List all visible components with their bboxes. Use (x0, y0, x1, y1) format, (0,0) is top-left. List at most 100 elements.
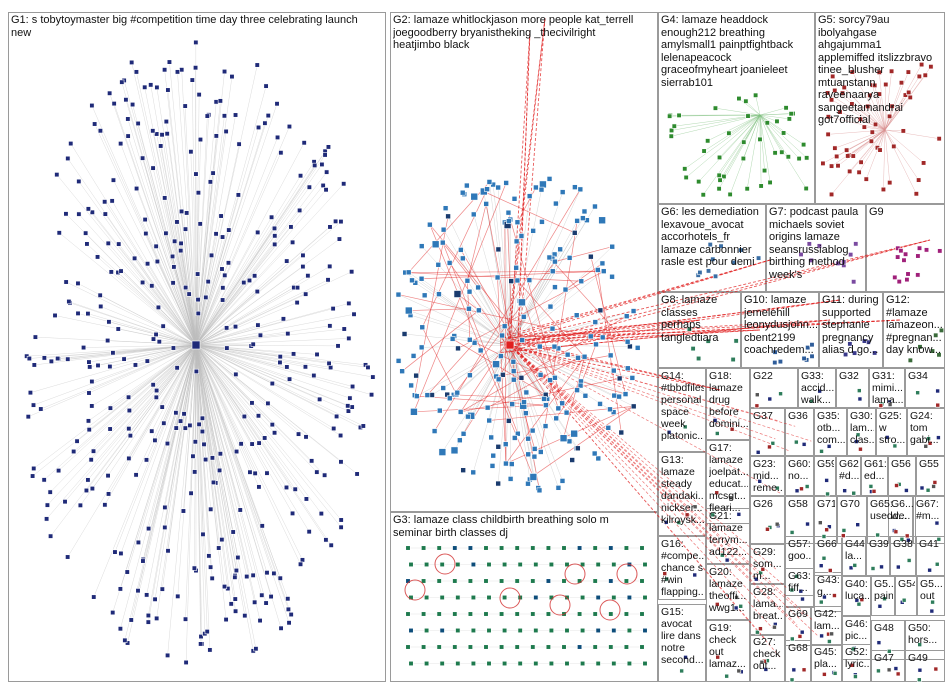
graph-node (510, 376, 517, 383)
graph-edge (70, 143, 197, 346)
graph-node (543, 402, 549, 408)
cluster-box-g3 (390, 512, 658, 682)
graph-node (529, 473, 538, 481)
graph-node (222, 272, 228, 278)
graph-node (86, 359, 92, 365)
graph-node (581, 208, 588, 215)
graph-node (452, 578, 458, 584)
graph-node (399, 368, 405, 374)
graph-edge (68, 301, 197, 346)
graph-node (559, 189, 566, 195)
graph-node (855, 432, 861, 438)
graph-edge (884, 71, 892, 131)
graph-edge (460, 316, 525, 413)
graph-node (105, 473, 111, 479)
graph-edge (195, 126, 290, 346)
graph-node (126, 455, 132, 461)
graph-node (195, 190, 201, 196)
graph-node (901, 597, 907, 603)
graph-node (255, 413, 262, 419)
graph-node (30, 473, 36, 479)
graph-node (907, 94, 913, 100)
graph-node (922, 72, 928, 78)
graph-edge (743, 114, 761, 143)
graph-edge (195, 100, 221, 346)
graph-node (696, 179, 702, 185)
graph-node (772, 349, 778, 355)
graph-node (470, 594, 476, 601)
graph-node (303, 291, 309, 297)
graph-edge (195, 183, 344, 346)
graph-edge (505, 17, 546, 351)
graph-node (405, 611, 411, 617)
graph-node (284, 364, 290, 370)
graph-node (736, 512, 742, 517)
graph-edge (100, 295, 197, 346)
graph-node (165, 548, 171, 554)
graph-edge (195, 344, 259, 416)
graph-node (917, 344, 923, 350)
graph-node (756, 255, 762, 261)
graph-edge (195, 175, 301, 346)
graph-edge (195, 161, 315, 346)
graph-node (241, 413, 247, 420)
graph-node (789, 587, 795, 593)
graph-node (323, 187, 329, 193)
graph-edge (884, 84, 887, 131)
graph-node (65, 356, 71, 362)
graph-edge (54, 315, 197, 346)
graph-node (457, 409, 464, 415)
cluster-box-g67 (913, 496, 945, 544)
graph-node (551, 343, 558, 350)
graph-node (592, 203, 598, 210)
graph-node (165, 87, 171, 93)
graph-node (495, 246, 502, 253)
graph-node (508, 278, 514, 284)
graph-edge (729, 114, 761, 195)
graph-node (858, 446, 863, 452)
graph-node (445, 213, 451, 220)
graph-node (626, 660, 632, 667)
graph-node (483, 644, 489, 650)
graph-node (616, 375, 623, 382)
cluster-box-g58 (785, 496, 814, 544)
graph-node (102, 211, 108, 217)
graph-edge (195, 344, 252, 347)
graph-node (616, 393, 622, 400)
graph-node (346, 335, 352, 341)
graph-node (143, 457, 150, 463)
graph-node (639, 644, 645, 650)
graph-edge (728, 114, 761, 134)
graph-edge (884, 72, 909, 131)
graph-node (349, 269, 355, 275)
graph-node (216, 545, 222, 551)
graph-node (263, 83, 269, 89)
graph-node (204, 629, 210, 635)
graph-node (767, 444, 772, 450)
graph-edge (195, 76, 233, 346)
graph-node (471, 339, 478, 346)
graph-edge (759, 114, 783, 153)
graph-node (623, 578, 629, 584)
graph-node (608, 611, 614, 617)
graph-edge (738, 98, 761, 116)
graph-node (514, 578, 520, 584)
graph-edge (195, 344, 341, 436)
graph-node (436, 291, 442, 297)
graph-node (882, 596, 887, 602)
graph-edge (509, 344, 765, 639)
graph-node (335, 343, 341, 349)
graph-node (47, 489, 53, 495)
graph-node (327, 263, 333, 269)
graph-node (148, 82, 154, 88)
graph-edge (195, 318, 284, 346)
graph-node (624, 338, 631, 345)
graph-node (336, 236, 342, 242)
graph-edge (56, 174, 197, 346)
graph-edge (509, 344, 781, 658)
graph-node (785, 154, 791, 160)
graph-node (772, 359, 778, 366)
graph-node (122, 637, 128, 643)
graph-edge (867, 106, 886, 131)
graph-node (125, 133, 131, 139)
